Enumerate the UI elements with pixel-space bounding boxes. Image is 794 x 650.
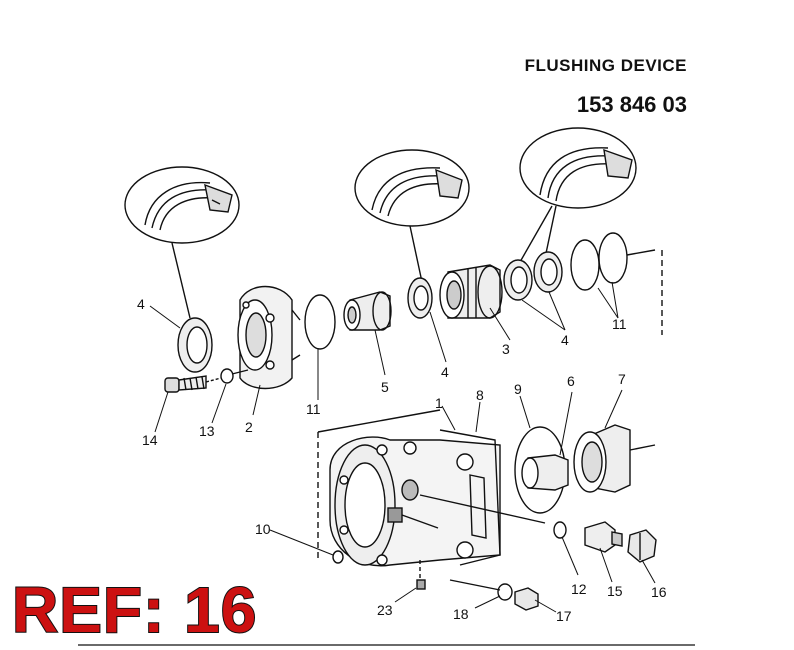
callout-4-right: 4: [561, 332, 569, 348]
washer-part-13: [220, 368, 249, 384]
callout-11-right: 11: [612, 316, 627, 332]
callout-11-left: 11: [306, 401, 321, 417]
seal-ring-center: [407, 277, 433, 319]
dashed-bracket-upper-right: [626, 249, 663, 335]
callout-17: 17: [556, 608, 572, 624]
collar-part-6: [521, 454, 569, 491]
callout-9: 9: [514, 381, 522, 397]
callout-3: 3: [502, 341, 510, 357]
washer-part-18: [497, 583, 513, 601]
o-ring-part-10: [332, 550, 344, 564]
leader-lines: [149, 281, 656, 613]
callout-labels: 4 2 14 13 11 5 4 3 4 11 1 8 9 6 7 10 12 …: [137, 296, 667, 624]
o-ring-part-11-left: [304, 294, 336, 350]
seal-detail-bubble-right: [519, 127, 637, 263]
screw-part-23: [416, 579, 426, 590]
callout-2: 2: [245, 419, 253, 435]
callout-4-center: 4: [441, 364, 449, 380]
housing-part-1: [317, 409, 546, 567]
nipple-part-15: [584, 521, 623, 553]
callout-6: 6: [567, 373, 575, 389]
seal-detail-bubble-left: [124, 166, 240, 319]
dashed-bracket-lower: [419, 560, 501, 591]
callout-15: 15: [607, 583, 623, 599]
callout-12: 12: [571, 581, 587, 597]
sleeve-part-5: [343, 291, 392, 331]
o-ring-part-12: [553, 521, 567, 539]
seal-detail-bubble-center: [354, 149, 470, 283]
callout-14: 14: [142, 432, 158, 448]
bolt-part-14: [164, 374, 233, 393]
cover-part-7: [573, 424, 656, 493]
part-number: 153 846 03: [576, 92, 687, 117]
callout-13: 13: [199, 423, 215, 439]
callout-18: 18: [453, 606, 469, 622]
callout-10: 10: [255, 521, 271, 537]
bushing-part-3: [439, 264, 503, 319]
callout-16: 16: [651, 584, 667, 600]
callout-1: 1: [435, 395, 443, 411]
callout-7: 7: [618, 371, 626, 387]
callout-4-left: 4: [137, 296, 145, 312]
callout-5: 5: [381, 379, 389, 395]
plug-part-17: [514, 587, 539, 611]
plug-part-16: [627, 529, 657, 563]
seal-ring-left: [177, 317, 213, 373]
o-rings-part-11-right: [570, 232, 628, 291]
gasket-part-8: [439, 429, 501, 566]
callout-8: 8: [476, 387, 484, 403]
seal-rings-pair-right: [503, 251, 563, 301]
callout-23: 23: [377, 602, 393, 618]
reference-label: REF: 16: [11, 574, 258, 646]
flange-part-2: [237, 285, 301, 390]
diagram-title: FLUSHING DEVICE: [524, 56, 687, 75]
